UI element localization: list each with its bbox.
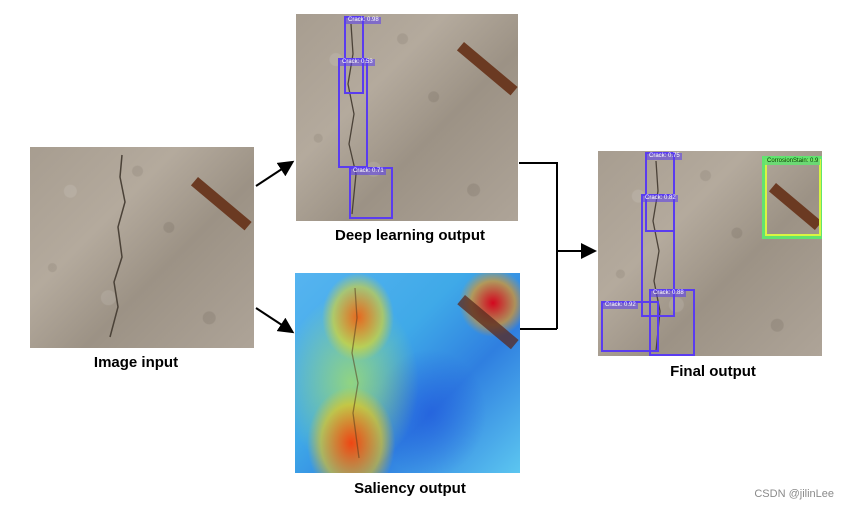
crack-line [652,160,661,352]
detection-tag: Crack: 0.75 [647,153,682,160]
image-input-panel [30,147,254,348]
connector-deep-learning-to-merge [519,162,558,329]
crack-detection-box: Crack: 0.53 [338,58,375,168]
rebar [456,42,518,96]
rebar [190,177,252,231]
crack-detection-box: Crack: 0.71 [349,167,393,219]
final-output-panel: Crack: 0.75 Crack: 0.82 Crack: 0.92 Crac… [598,151,822,356]
watermark: CSDN @jilinLee [754,488,834,500]
arrow-to-saliency [255,307,295,334]
saliency-output-label: Saliency output [354,480,466,497]
final-output-label: Final output [670,363,756,380]
image-input-label: Image input [93,354,179,371]
crack-detection-box: Crack: 0.98 [344,16,381,94]
saliency-overlay [351,287,519,459]
crack-detection-box: Crack: 0.75 [645,152,682,232]
detection-tag: Crack: 0.71 [351,168,386,175]
rebar [457,294,519,350]
detection-tag: Crack: 0.92 [603,302,638,309]
detection-tag: Crack: 0.53 [340,59,375,66]
crack-detection-box: Crack: 0.92 [601,301,659,352]
crack-line [109,154,126,338]
concrete-texture [652,160,822,352]
concrete-texture [109,154,252,338]
detection-tag: CorrosionStain: 0.9 [765,158,821,165]
saliency-output-panel [295,273,520,473]
rebar [768,183,822,230]
concrete-texture [347,23,518,215]
crack-line [351,287,360,459]
deep-learning-output-label: Deep learning output [335,227,485,244]
corrosion-stain-detection-box: CorrosionStain: 0.9 [762,156,822,239]
crack-detection-box: Crack: 0.88 [649,289,695,356]
detection-tag: Crack: 0.88 [651,290,686,297]
detection-tag: Crack: 0.82 [643,195,678,202]
deep-learning-output-panel: Crack: 0.98 Crack: 0.53 Crack: 0.71 [296,14,518,221]
detection-tag: Crack: 0.98 [346,17,381,24]
arrow-to-deep-learning [255,160,295,187]
